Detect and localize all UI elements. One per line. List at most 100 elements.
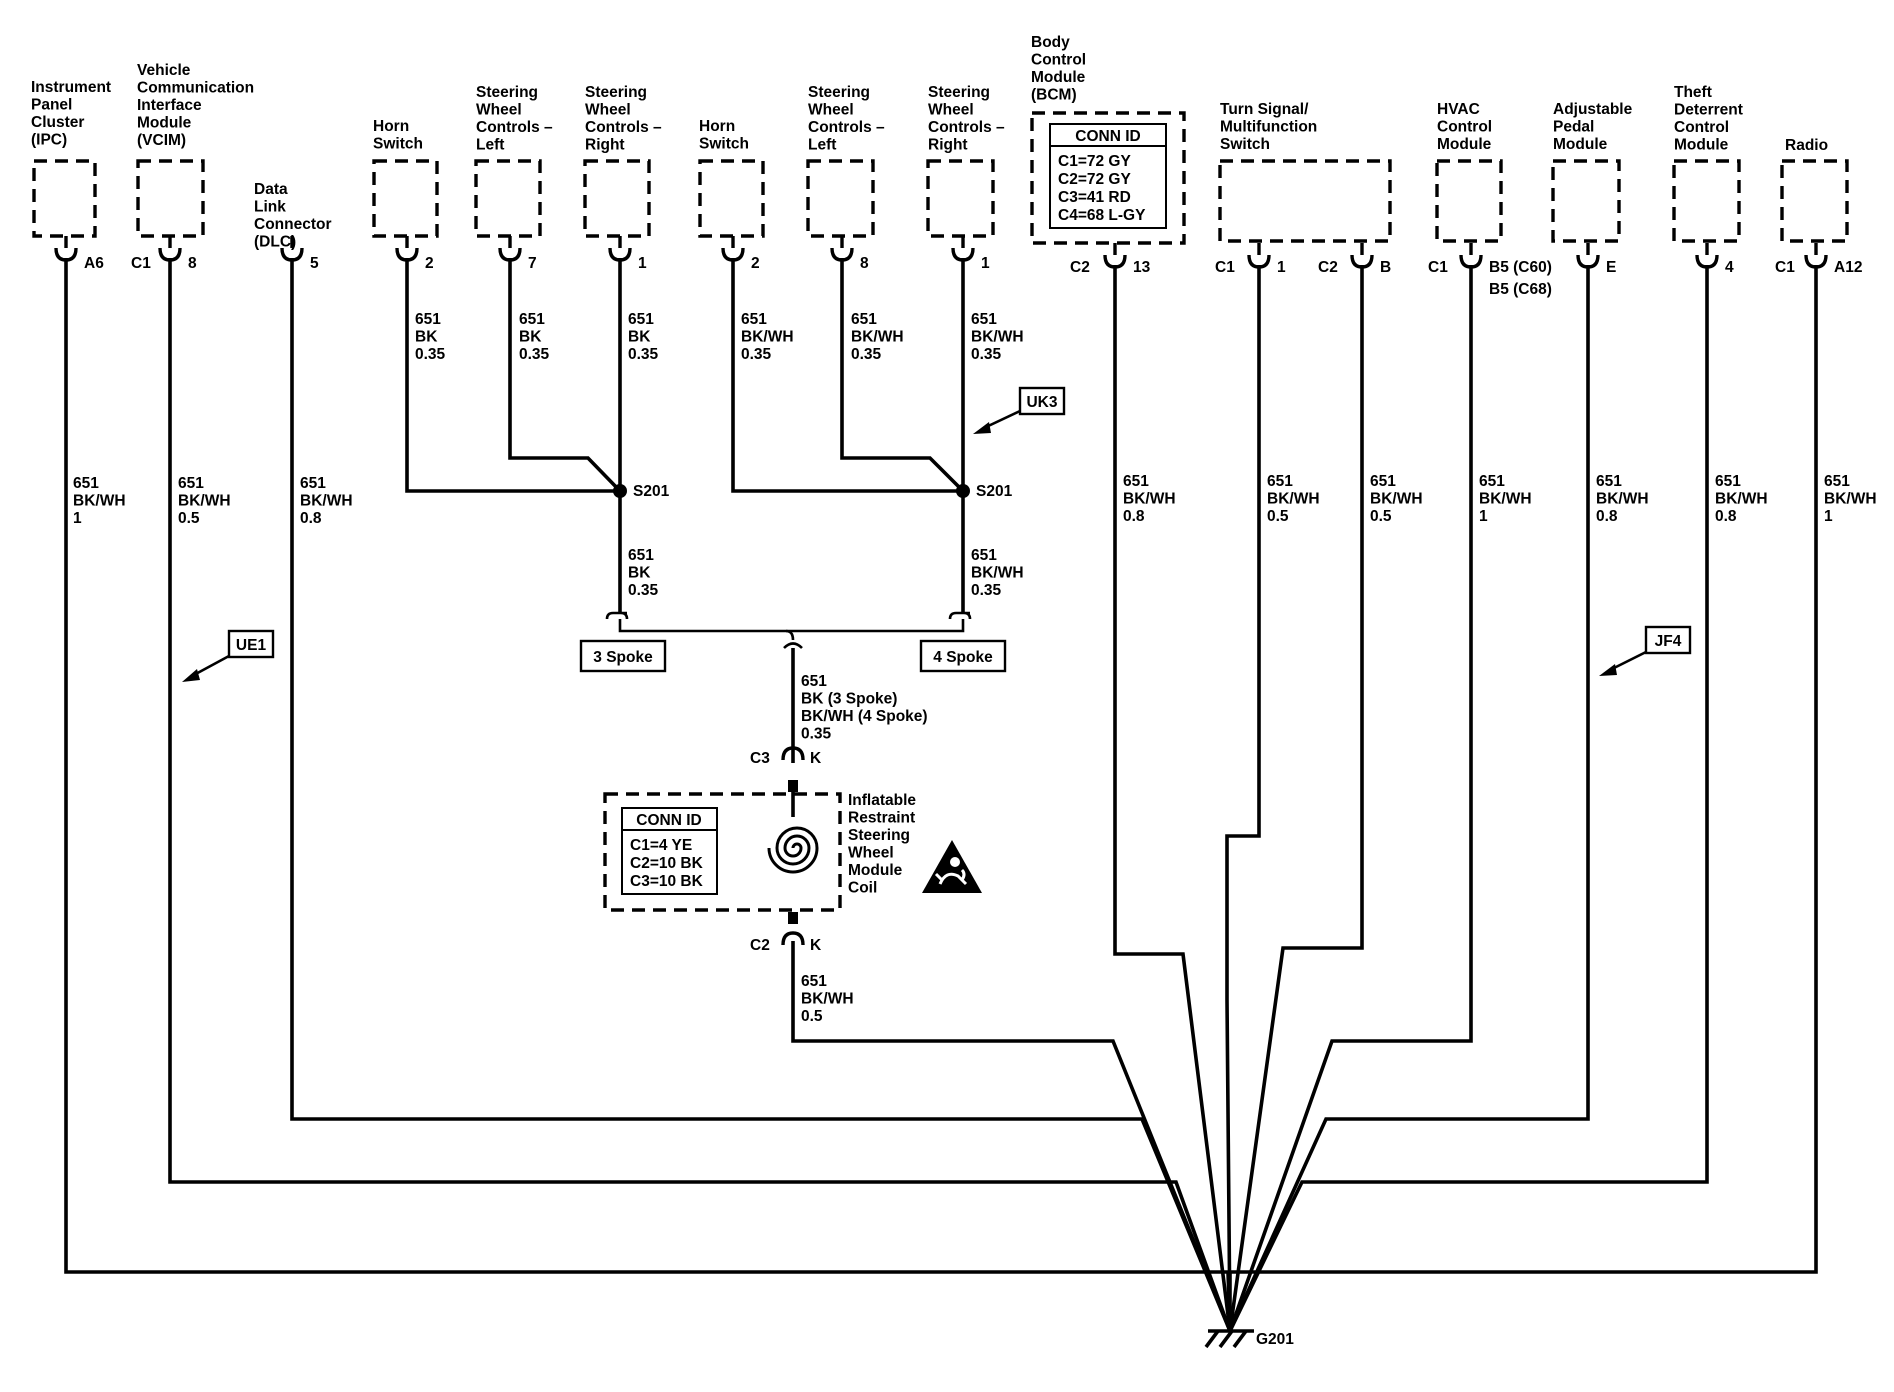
text-line: Multifunction — [1220, 119, 1317, 136]
pin-theft: 4 — [1725, 259, 1734, 276]
splice-s201-b-dot — [956, 484, 970, 498]
pin-vcim: 8 — [188, 255, 197, 272]
text-line: Connector — [254, 216, 332, 233]
text-line: BK/WH — [300, 493, 353, 510]
pin-dlc: 5 — [310, 255, 319, 272]
pin-bcm: 13 — [1133, 259, 1151, 276]
text-line: Module — [1437, 136, 1492, 153]
splice-s201-a-dot — [613, 484, 627, 498]
text-line: Wheel — [585, 102, 631, 119]
text-line: Instrument — [31, 79, 111, 96]
connector-pin-icon — [781, 931, 805, 946]
text-line: Horn — [699, 118, 735, 135]
connector-pin-icon — [1695, 243, 1719, 269]
wires — [64, 258, 1818, 1332]
conn-coil-bottom: C2 — [750, 937, 770, 954]
bcm-conn-row: C4=68 L-GY — [1058, 207, 1146, 224]
text-line: Inflatable — [848, 792, 916, 809]
wire-theft — [1228, 265, 1709, 1332]
text-line: 651 — [1715, 473, 1741, 490]
pin-hvac-alt: B5 (C68) — [1489, 281, 1552, 298]
text-line: BK/WH — [1267, 491, 1320, 508]
wire-bcm — [1113, 265, 1232, 1332]
text-line: Steering — [585, 84, 647, 101]
text-line: 651 — [178, 475, 204, 492]
text-line: BK — [519, 329, 542, 346]
text-line: Communication — [137, 80, 254, 97]
option-3-spoke-box — [579, 639, 667, 673]
wire-radio — [1228, 265, 1818, 1331]
text-line: BK/WH — [178, 493, 231, 510]
spoke-option-bracket — [605, 611, 629, 620]
conn-turn-c1: C1 — [1215, 259, 1235, 276]
text-line: Wheel — [808, 102, 854, 119]
connector-pin-icon — [395, 236, 419, 262]
text-line: BK/WH — [741, 329, 794, 346]
swc-right-b-housing — [926, 159, 995, 238]
text-line: BK/WH — [801, 991, 854, 1008]
text-line: Panel — [31, 97, 72, 114]
wire-vcim — [168, 258, 1232, 1332]
pedal-housing — [1551, 159, 1621, 243]
text-line: Steering — [476, 84, 538, 101]
text-line: 651 — [73, 475, 99, 492]
wire-horn-b — [731, 258, 963, 493]
text-line: 0.5 — [801, 1008, 823, 1025]
ground-label: G201 — [1256, 1331, 1294, 1348]
coil-conn-row: C1=4 YE — [630, 837, 692, 854]
pin-coil-bottom: K — [810, 937, 822, 954]
text-line: Interface — [137, 97, 202, 114]
text-line: (IPC) — [31, 132, 67, 149]
text-line: Wheel — [928, 102, 974, 119]
option-callout-uk3: UK3 — [973, 386, 1066, 434]
connector-pin-icon — [1459, 243, 1483, 269]
option-callout-ue1: UE1 — [182, 629, 275, 682]
text-line: Radio — [1785, 137, 1828, 154]
connector-pin-icon — [781, 746, 805, 761]
wire-horn-a — [405, 258, 620, 493]
turn-signal-housing — [1218, 159, 1392, 243]
vcim-housing — [136, 159, 205, 238]
text-line: Controls – — [476, 119, 553, 136]
text-line: Controls – — [928, 119, 1005, 136]
text-line: Module — [1031, 69, 1086, 86]
text-line: Control — [1031, 52, 1086, 69]
wire-swc-left-b — [840, 258, 965, 493]
bcm-conn-id-table: CONN ID C1=72 GY C2=72 GY C3=41 RD C4=68… — [1049, 123, 1167, 229]
text-line: Wheel — [848, 845, 894, 862]
text-line: (DLC) — [254, 234, 296, 251]
connector-pin-icon — [1103, 243, 1127, 269]
text-line: Right — [928, 137, 968, 154]
text-line: 651 — [628, 547, 654, 564]
text-line: 0.35 — [741, 346, 772, 363]
pin-labels: A6 C1 8 5 2 7 1 2 8 1 C2 13 C1 1 C2 B C1… — [84, 255, 1862, 954]
text-line: Steering — [808, 84, 870, 101]
text-line: BK/WH — [971, 565, 1024, 582]
bcm-conn-row: C2=72 GY — [1058, 171, 1131, 188]
wire-turn-c1 — [1225, 265, 1261, 1332]
pin-swcl-b: 8 — [860, 255, 869, 272]
text-line: BK — [628, 565, 651, 582]
text-line: Controls – — [585, 119, 662, 136]
connector-pin-icon — [498, 236, 522, 262]
text-line: 0.8 — [1596, 508, 1618, 525]
text-line: Restraint — [848, 810, 915, 827]
text-line: 0.5 — [178, 510, 200, 527]
conn-coil-top: C3 — [750, 750, 770, 767]
text-line: Module — [137, 115, 192, 132]
text-line: BK/WH (4 Spoke) — [801, 708, 928, 725]
swc-left-b-housing — [806, 159, 875, 238]
connector-pin-icon — [1804, 243, 1828, 269]
